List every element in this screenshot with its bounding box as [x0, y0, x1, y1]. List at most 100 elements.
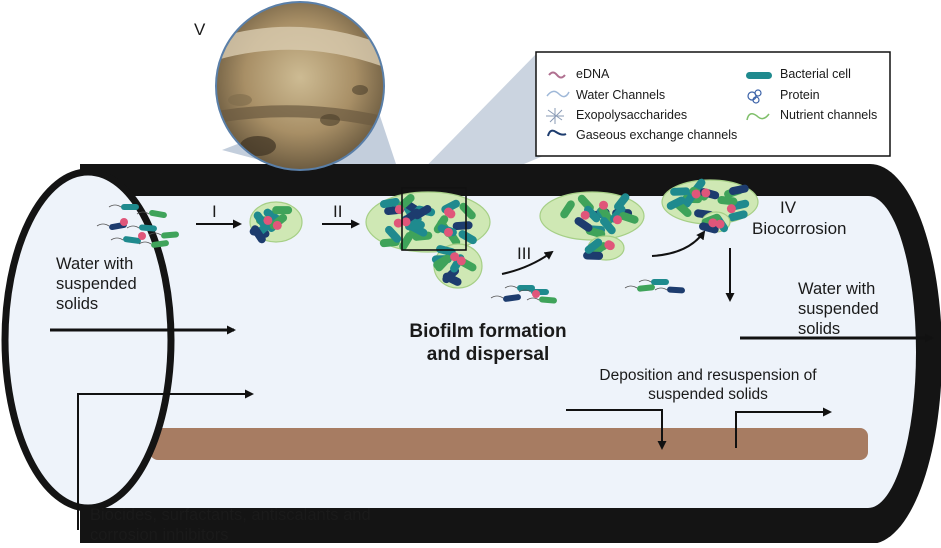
dispersed-group-2-flagellum — [638, 279, 652, 283]
biocorrosion-biofilm-cell — [728, 184, 749, 196]
mature-biofilm-cell — [458, 230, 477, 245]
dispersed-group-1-cell — [517, 285, 535, 291]
biofilm-title: Biofilm formation and dispersal — [409, 321, 567, 365]
dispersing-biofilm-lobe-spore — [605, 241, 615, 251]
legend-label-bacterial-cell: Bacterial cell — [780, 67, 851, 81]
arrow-resuspend-up — [735, 407, 832, 448]
biocorrosion-biofilm-spore — [701, 188, 711, 198]
gas-channel-icon — [547, 129, 567, 137]
biocorrosion-biofilm-cell — [666, 196, 686, 210]
biocorrosion-label: Biocorrosion — [752, 219, 847, 238]
dispersed-group-2-flagellum — [654, 287, 668, 291]
dispersing-biofilm-spore — [580, 210, 590, 220]
dispersing-biofilm-cell — [613, 193, 630, 211]
dispersing-biofilm-cell — [599, 217, 616, 235]
biocorrosion-biofilm-spore — [726, 204, 736, 214]
zoom-cone-legend — [405, 52, 548, 188]
biocorrosion-biofilm-lobe-spore — [715, 219, 725, 229]
dispersed-group-1-flagellum — [490, 295, 504, 299]
legend-label-exopolysaccharides: Exopolysaccharides — [576, 108, 688, 122]
protein-icon — [747, 89, 762, 104]
zoom-selection-square — [401, 187, 467, 251]
mature-biofilm-spore — [393, 218, 403, 228]
attachment-cluster-spore — [263, 215, 273, 225]
dispersed-spore — [532, 290, 540, 298]
planktonic-group-1-flagellum — [126, 225, 140, 229]
dispersing-biofilm-cell — [574, 217, 593, 232]
planktonic-group-1-flagellum — [96, 223, 110, 227]
legend-label-water-channels: Water Channels — [576, 88, 666, 102]
dispersed-group-2-cell — [637, 284, 655, 292]
planktonic-spore — [120, 218, 128, 226]
exopolysaccharide-icon — [546, 108, 564, 124]
dispersed-group-2-flagellum — [624, 285, 638, 289]
planktonic-group-1-cell — [139, 224, 157, 232]
arrow-to-biocorrosion — [651, 230, 706, 257]
stage-iv-label: IV — [780, 198, 797, 217]
planktonic-group-1-cell — [161, 231, 179, 239]
biocorrosion-biofilm-cell — [717, 195, 738, 206]
planktonic-group-1-flagellum — [110, 237, 124, 241]
dispersing-biofilm-spore — [613, 215, 623, 225]
mature-biofilm-lobe-spore — [456, 256, 466, 266]
dispersed-group-2-cell — [667, 286, 685, 294]
planktonic-group-1-flagellum — [108, 204, 122, 208]
biocorrosion-biofilm-lobe-spore — [708, 218, 718, 228]
mature-biofilm-cell — [433, 215, 449, 234]
pipe-opening — [1, 168, 175, 512]
dispersing-biofilm-spore — [599, 200, 609, 210]
planktonic-group-1-flagellum — [148, 232, 162, 236]
mature-biofilm-lobe-cell — [442, 272, 462, 286]
mature-biofilm-cell — [459, 202, 476, 220]
legend-label-edna: eDNA — [576, 67, 610, 81]
stage-ii-label: II — [333, 202, 343, 221]
dispersed-group-1-flagellum — [518, 289, 532, 293]
dispersing-biofilm-lobe-cell — [583, 251, 604, 260]
dispersing-biofilm-cell — [560, 200, 575, 219]
attachment-cluster-cell — [272, 206, 293, 215]
planktonic-group-1-flagellum — [136, 211, 150, 215]
water-channel-icon — [546, 90, 570, 98]
arrow-settle-down — [566, 409, 667, 450]
corrosion-photo — [215, 1, 385, 171]
biocides-label: Biocides, surfactants, antiscalants and … — [90, 506, 371, 544]
arrow-stage-iii — [501, 250, 554, 275]
arrow-biocides — [77, 389, 254, 530]
dispersing-biofilm-lobe-cell — [588, 242, 608, 255]
legend-label-gaseous-exchange: Gaseous exchange channels — [576, 128, 738, 142]
dispersing-biofilm-cell — [598, 205, 614, 224]
attachment-cluster-cell — [253, 211, 269, 230]
sediment-layer — [150, 428, 868, 460]
planktonic-group-1-cell — [121, 204, 139, 210]
biocorrosion-biofilm-spore — [691, 189, 701, 199]
attachment-cluster-cell — [251, 225, 266, 244]
deposition-label: Deposition and resuspension of suspended… — [599, 367, 817, 403]
bacterial-cell-icon — [746, 72, 772, 79]
planktonic-group-1-cell — [123, 236, 141, 244]
biocorrosion-biofilm-cell — [670, 187, 691, 196]
mature-biofilm-cell — [385, 225, 402, 243]
mature-biofilm-cell — [379, 197, 400, 209]
dispersing-biofilm-lobe-cell — [584, 238, 603, 254]
dispersed-group-1-flagellum — [526, 297, 540, 301]
water-outflow-label: Water with suspended solids — [798, 280, 879, 338]
legend-box — [535, 51, 891, 157]
planktonic-group-1-cell — [149, 209, 167, 219]
stage-v-label: V — [194, 20, 206, 39]
attachment-cluster-spore — [272, 220, 282, 230]
biocorrosion-biofilm-cell — [728, 210, 748, 222]
water-inflow-label: Water with suspended solids — [56, 255, 137, 313]
planktonic-group-1-flagellum — [138, 241, 152, 245]
legend-label-protein: Protein — [780, 88, 820, 102]
dispersed-group-1-flagellum — [504, 285, 518, 289]
stage-iii-label: III — [517, 244, 532, 263]
nutrient-channel-icon — [746, 113, 770, 121]
planktonic-group-1-cell — [151, 240, 169, 248]
dispersing-biofilm-cell — [583, 205, 601, 223]
mature-biofilm-cell — [452, 221, 473, 231]
mature-biofilm-lobe-cell — [435, 254, 452, 272]
edna-icon — [548, 71, 566, 79]
stage-i-label: I — [212, 202, 217, 221]
